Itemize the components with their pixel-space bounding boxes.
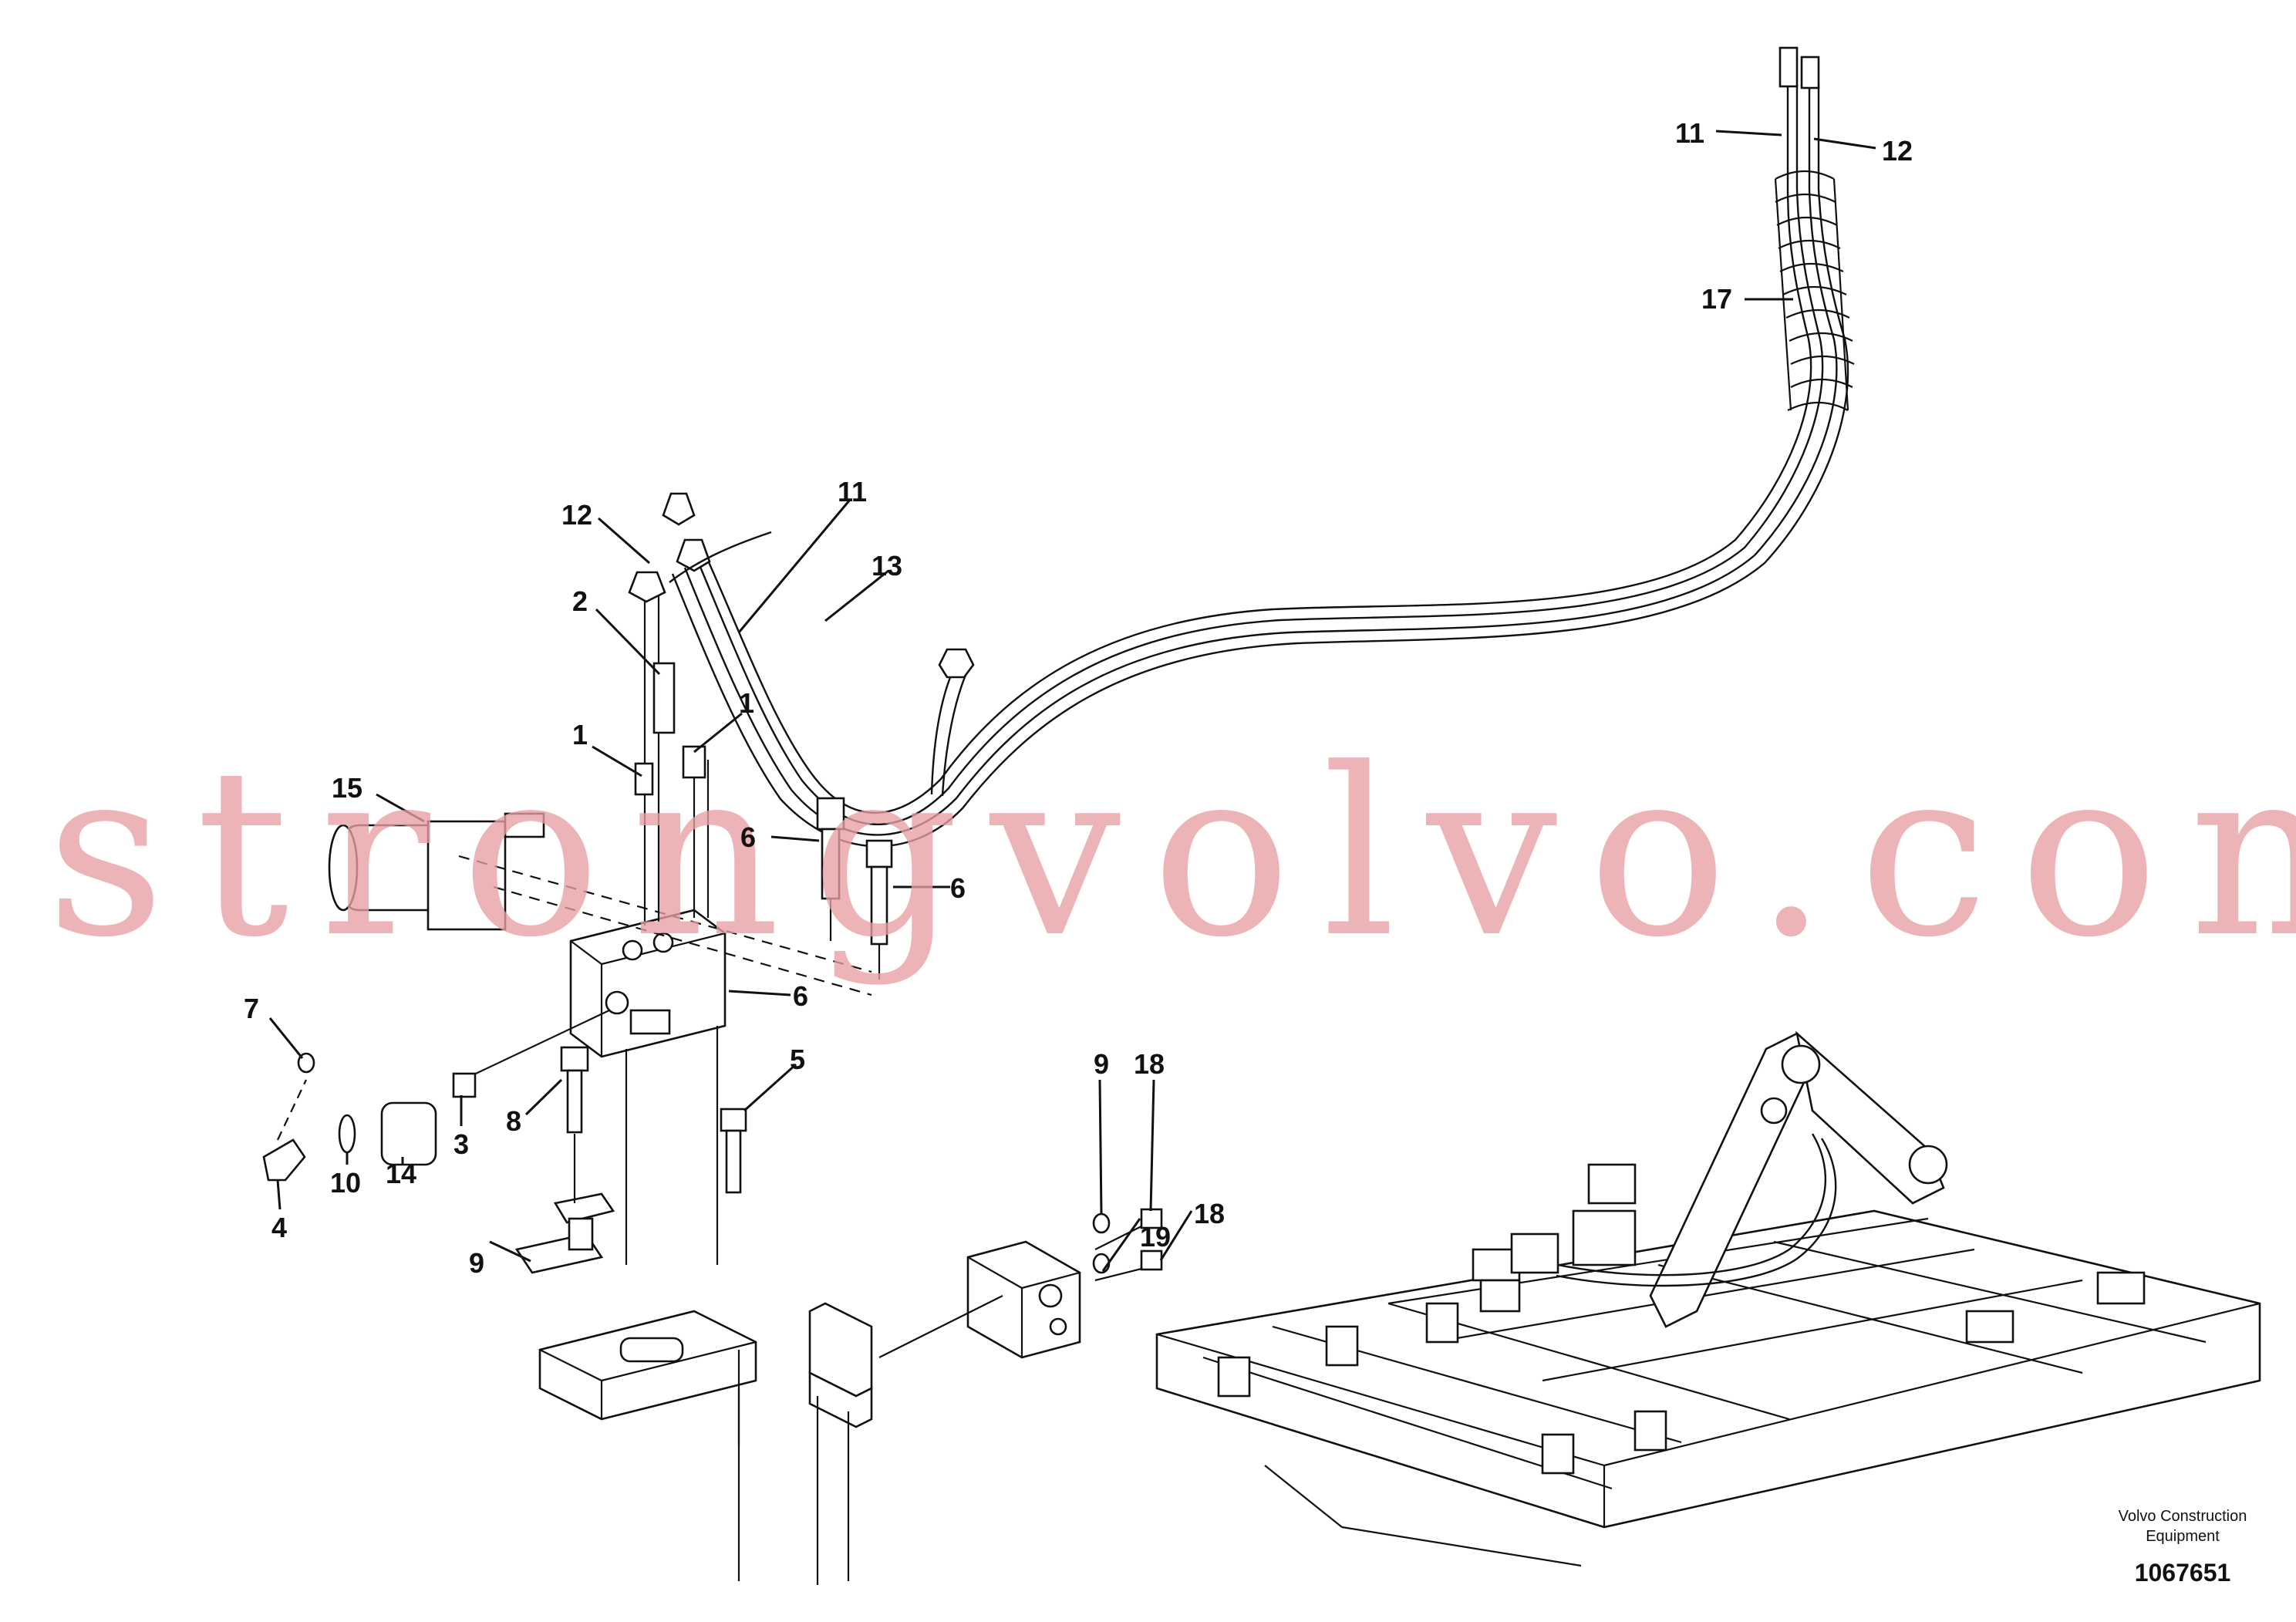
callout-11-valve: 11 [838,476,867,508]
brand-line-2: Equipment [2146,1528,2220,1545]
callout-6-right-bolt: 6 [950,872,966,904]
callout-4: 4 [271,1212,287,1243]
callout-9-bracket: 9 [469,1247,484,1279]
callout-18-top: 18 [1134,1048,1165,1080]
callout-12-valve: 12 [561,499,592,531]
brand-line-1: Volvo Construction [2119,1508,2247,1525]
callout-11-top: 11 [1675,117,1704,149]
hose-assembly [671,46,1855,848]
callout-18-bottom: 18 [1194,1198,1225,1229]
callout-6-block: 6 [793,980,808,1012]
drawing-number: 1067651 [2135,1559,2231,1587]
callout-1-right: 1 [739,687,754,719]
callout-13: 13 [872,550,902,582]
callout-labels: 11 12 17 12 11 13 2 1 1 15 6 6 6 7 5 8 3… [244,117,1913,1279]
callout-5: 5 [790,1044,805,1075]
callout-15: 15 [332,772,362,804]
spiral-guard [1774,170,1855,411]
callout-19: 19 [1140,1221,1171,1253]
callout-7: 7 [244,993,259,1024]
callout-17: 17 [1701,283,1732,315]
distribution-block-assembly [808,1208,1163,1585]
callout-2: 2 [572,585,588,617]
callout-10: 10 [330,1167,361,1199]
callout-3: 3 [453,1128,469,1160]
callout-6-left-bolt: 6 [740,821,756,853]
callout-9-washer: 9 [1094,1048,1109,1080]
machine-frame [1155,1030,2261,1567]
drawing-footer: Volvo Construction Equipment 1067651 [2119,1508,2247,1587]
callout-8: 8 [506,1105,521,1137]
callout-14: 14 [386,1158,416,1189]
bolt-6-left [816,797,845,900]
valve-block-assembly [262,492,893,1581]
callout-1-left: 1 [572,719,588,750]
bolt-6-right [865,839,893,946]
leader-lines [268,130,1876,1272]
watermark: strongvolvo.com [46,719,2296,988]
callout-12-top: 12 [1882,135,1913,167]
